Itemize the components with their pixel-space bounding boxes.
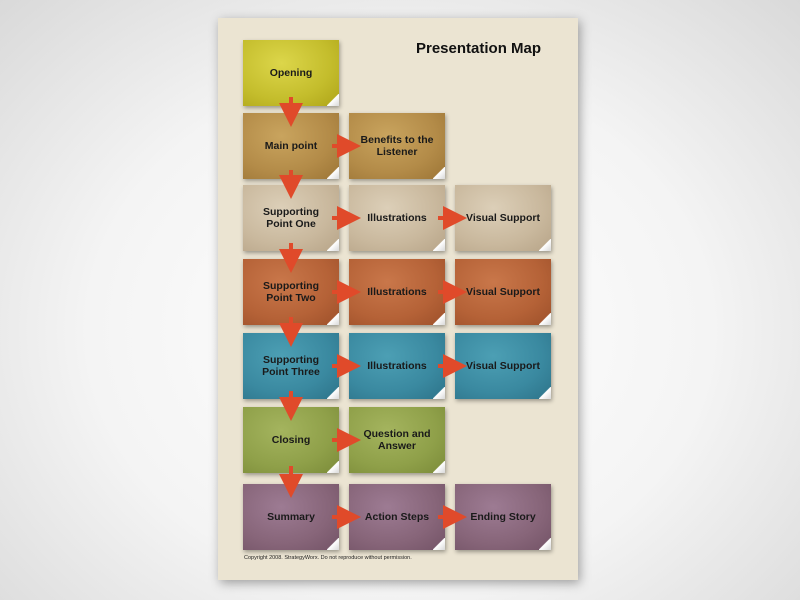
card-visual-support-two: Visual Support [455,259,551,325]
card-illustrations-one: Illustrations [349,185,445,251]
page-title: Presentation Map [416,40,542,57]
card-supporting-point-one: Supporting Point One [243,185,339,251]
card-opening: Opening [243,40,339,106]
card-ending-story: Ending Story [455,484,551,550]
card-visual-support-one: Visual Support [455,185,551,251]
card-illustrations-two: Illustrations [349,259,445,325]
card-summary: Summary [243,484,339,550]
card-visual-support-three: Visual Support [455,333,551,399]
card-action-steps: Action Steps [349,484,445,550]
card-question-and-answer: Question and Answer [349,407,445,473]
card-illustrations-three: Illustrations [349,333,445,399]
card-main-point: Main point [243,113,339,179]
copyright-notice: Copyright 2008. StrategyWorx. Do not rep… [244,555,412,561]
card-closing: Closing [243,407,339,473]
card-benefits-to-listener: Benefits to the Listener [349,113,445,179]
card-supporting-point-two: Supporting Point Two [243,259,339,325]
card-supporting-point-three: Supporting Point Three [243,333,339,399]
